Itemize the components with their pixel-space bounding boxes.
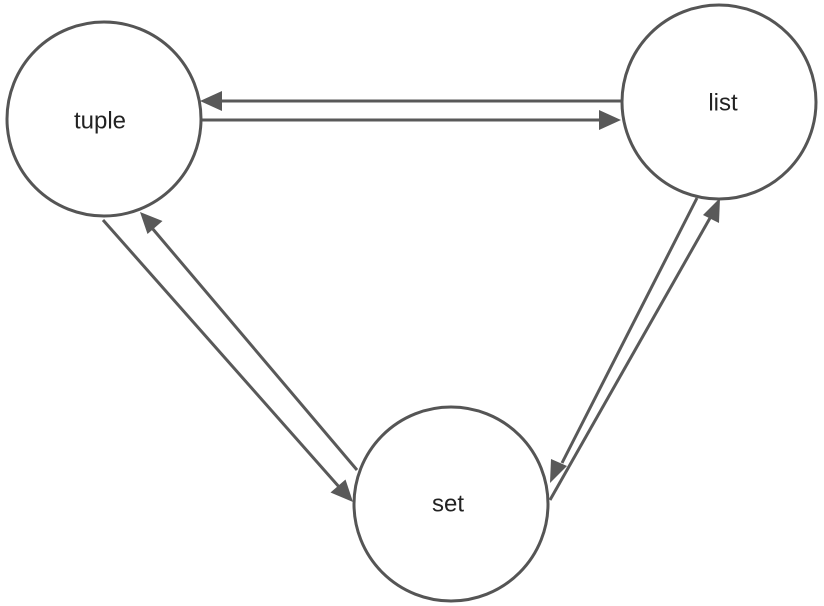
- node-tuple-label: tuple: [74, 107, 126, 134]
- node-tuple: tuple: [5, 20, 203, 218]
- edge-tuple-to-set: [101, 219, 342, 489]
- edge-list-to-set: [560, 197, 699, 464]
- arrowhead-tuple-to-list: [599, 110, 621, 130]
- edge-set-to-tuple: [150, 227, 359, 471]
- arrowhead-set-to-tuple: [140, 212, 163, 234]
- edges: [101, 91, 720, 502]
- node-tuple-circle: [5, 20, 203, 218]
- node-list-label: list: [708, 89, 738, 116]
- arrowhead-set-to-list: [703, 198, 720, 223]
- arrowhead-list-to-tuple: [200, 91, 222, 111]
- arrowhead-list-to-set: [550, 459, 567, 483]
- edge-set-to-list: [548, 217, 712, 501]
- node-set-circle: [352, 405, 550, 603]
- node-list-circle: [620, 3, 818, 201]
- node-set: set: [352, 405, 550, 603]
- node-list: list: [620, 3, 818, 201]
- arrowhead-tuple-to-set: [330, 479, 353, 502]
- node-set-label: set: [432, 490, 464, 517]
